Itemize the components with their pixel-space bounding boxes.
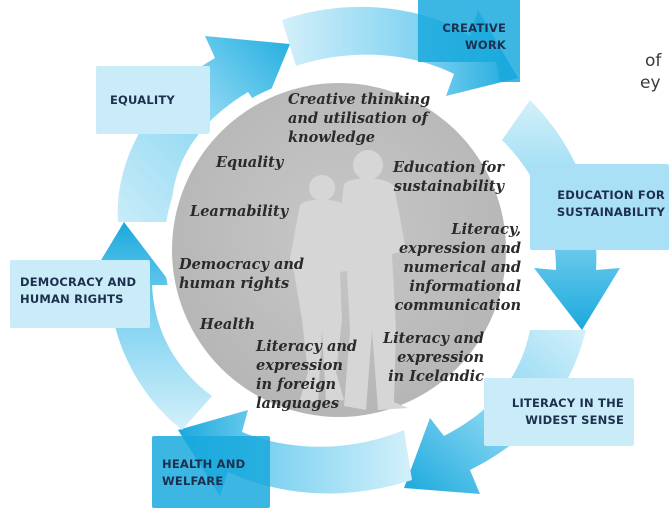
skill-label-creative-thinking-line: Creative thinking bbox=[288, 91, 430, 108]
pillar-label-creative-work: CREATIVE WORK bbox=[442, 21, 507, 52]
skill-label-literacy-expression-numerical-line: informational bbox=[409, 278, 521, 295]
skill-label-literacy-expression-numerical: Literacy, expression and numerical and info… bbox=[395, 221, 522, 314]
skill-label-democracy-and-human-rights-line: human rights bbox=[179, 275, 289, 292]
skill-label-literacy-foreign-languages-line: languages bbox=[256, 395, 339, 412]
arrow-segment bbox=[282, 6, 518, 97]
skill-label-health-line: Health bbox=[199, 316, 255, 333]
skill-label-literacy-foreign-languages: Literacy and expression in foreign language… bbox=[255, 338, 357, 412]
pillar-label-health-and-welfare: HEALTH AND WELFARE bbox=[162, 457, 245, 488]
pillar-label-literacy-widest-sense-line: LITERACY IN THE bbox=[512, 396, 624, 410]
skill-label-creative-thinking-line: and utilisation of bbox=[288, 110, 431, 127]
pillar-box bbox=[152, 436, 270, 508]
pillar-label-education-for-sustainability-line: EDUCATION FOR bbox=[557, 188, 665, 202]
pillar-label-equality-line: EQUALITY bbox=[110, 93, 175, 107]
pillar-box bbox=[10, 260, 150, 328]
skill-label-creative-thinking: Creative thinking and utilisation of knowl… bbox=[288, 91, 431, 146]
pillar-box bbox=[96, 66, 210, 134]
pillar-boxes bbox=[10, 0, 669, 508]
pillar-label-health-and-welfare-line: WELFARE bbox=[162, 474, 223, 488]
skill-label-literacy-foreign-languages-line: in foreign bbox=[256, 376, 336, 393]
skill-label-equality-line: Equality bbox=[215, 154, 285, 171]
skill-label-literacy-expression-numerical-line: numerical and bbox=[403, 259, 521, 276]
pillar-label-democracy-and-human-rights: DEMOCRACY AND HUMAN RIGHTS bbox=[20, 275, 136, 306]
skill-label-literacy-icelandic-line: in Icelandic bbox=[388, 368, 484, 385]
skill-label-equality: Equality bbox=[215, 154, 285, 171]
skill-label-literacy-foreign-languages-line: Literacy and bbox=[255, 338, 357, 355]
skill-label-health: Health bbox=[199, 316, 255, 333]
skill-label-education-for-sustainability-line: Education for bbox=[392, 159, 505, 176]
pillar-label-equality: EQUALITY bbox=[110, 93, 175, 107]
skill-label-democracy-and-human-rights-line: Democracy and bbox=[178, 256, 304, 273]
pillar-label-education-for-sustainability: EDUCATION FOR SUSTAINABILITY bbox=[557, 188, 666, 219]
arrow-segment bbox=[117, 36, 290, 222]
pillar-label-creative-work-line: WORK bbox=[465, 38, 507, 52]
pillar-labels: CREATIVE WORK EDUCATION FOR SUSTAINABILITY L… bbox=[20, 21, 665, 488]
left-text-fragment: ey bbox=[640, 73, 661, 93]
pillar-label-creative-work-line: CREATIVE bbox=[442, 21, 506, 35]
pillar-label-democracy-and-human-rights-line: DEMOCRACY AND bbox=[20, 275, 136, 289]
skill-label-literacy-icelandic-line: Literacy and bbox=[382, 330, 484, 347]
skill-label-education-for-sustainability-line: sustainability bbox=[394, 178, 506, 195]
pillar-label-literacy-widest-sense: LITERACY IN THE WIDEST SENSE bbox=[512, 396, 624, 427]
pillar-box bbox=[484, 378, 634, 446]
skill-label-learnability: Learnability bbox=[189, 203, 290, 220]
skill-label-democracy-and-human-rights: Democracy and human rights bbox=[178, 256, 304, 292]
left-text-fragment: of bbox=[645, 51, 662, 71]
skill-label-literacy-icelandic: Literacy and expression in Icelandic bbox=[382, 330, 484, 385]
skill-label-literacy-expression-numerical-line: communication bbox=[395, 297, 521, 314]
skill-label-education-for-sustainability: Education for sustainability bbox=[392, 159, 506, 195]
pillar-label-literacy-widest-sense-line: WIDEST SENSE bbox=[525, 413, 624, 427]
pillar-box bbox=[418, 0, 520, 82]
skill-label-literacy-expression-numerical-line: Literacy, bbox=[450, 221, 521, 238]
skill-label-literacy-icelandic-line: expression bbox=[397, 349, 484, 366]
pillar-label-health-and-welfare-line: HEALTH AND bbox=[162, 457, 245, 471]
skill-labels: Creative thinking and utilisation of knowl… bbox=[178, 91, 521, 412]
pillar-label-democracy-and-human-rights-line: HUMAN RIGHTS bbox=[20, 292, 124, 306]
skill-label-literacy-expression-numerical-line: expression and bbox=[399, 240, 521, 257]
people-silhouette bbox=[290, 150, 408, 410]
pillar-box bbox=[530, 164, 669, 250]
skill-label-creative-thinking-line: knowledge bbox=[288, 129, 375, 146]
skill-label-literacy-foreign-languages-line: expression bbox=[256, 357, 343, 374]
skill-label-learnability-line: Learnability bbox=[189, 203, 290, 220]
pillar-label-education-for-sustainability-line: SUSTAINABILITY bbox=[557, 205, 666, 219]
